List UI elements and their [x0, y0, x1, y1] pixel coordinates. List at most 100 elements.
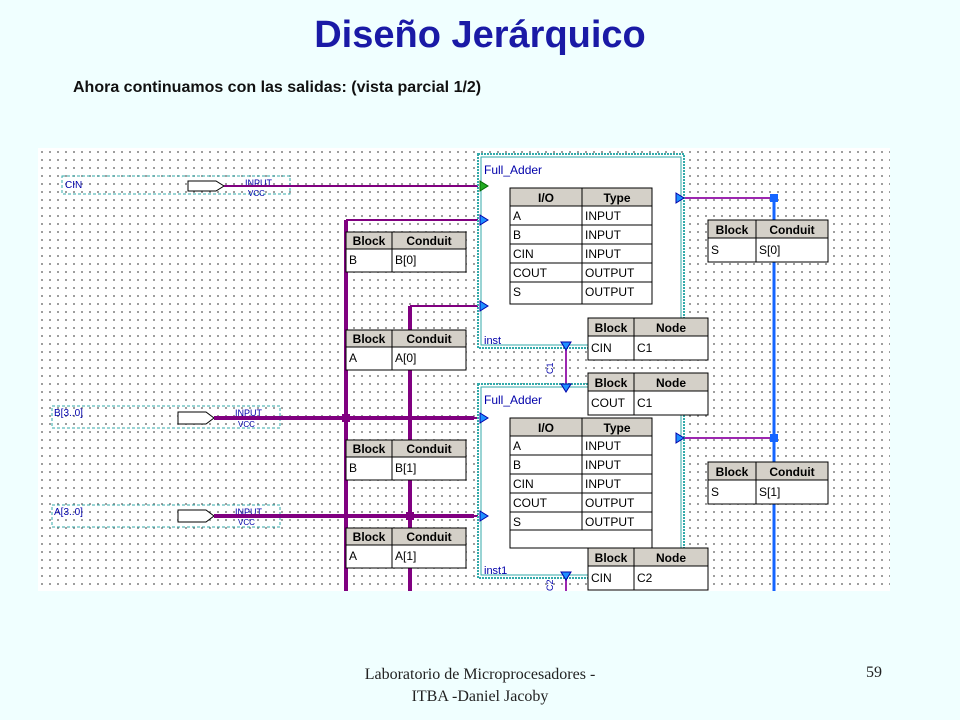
table-header: Block	[353, 332, 386, 346]
footer-line-1: Laboratorio de Microprocesadores -	[364, 666, 596, 683]
pin-name: CIN	[65, 180, 82, 191]
port-arrow-icon[interactable]	[479, 214, 489, 226]
slide-title: Diseño Jerárquico	[314, 14, 646, 56]
port-type: INPUT	[585, 209, 622, 223]
table-cell: S[0]	[759, 243, 780, 257]
port-arrow-icon[interactable]	[479, 510, 489, 522]
pin-name: B[3..0]	[54, 408, 83, 419]
table-header: Block	[353, 234, 386, 248]
slide-subtitle: Ahora continuamos con las salidas: (vist…	[73, 79, 482, 96]
table-header: Conduit	[769, 223, 814, 237]
signal-label-c1: C1	[545, 362, 555, 374]
conduit-table-s1[interactable]: Block Conduit S S[1]	[707, 461, 829, 505]
port-type: INPUT	[585, 458, 622, 472]
port-arrow-icon[interactable]	[479, 412, 489, 424]
full-adder-block-2[interactable]: Full_Adder inst1 I/O Type A INPUT B INPU…	[477, 383, 685, 581]
port-io: COUT	[513, 496, 548, 510]
table-cell: A	[349, 549, 357, 563]
pin-type: INPUT	[235, 507, 263, 517]
port-type: INPUT	[585, 247, 622, 261]
port-io: B	[513, 458, 521, 472]
block-title: Full_Adder	[484, 163, 542, 177]
port-arrow-icon[interactable]	[675, 432, 685, 444]
table-cell: S	[711, 243, 719, 257]
schematic-svg: CIN INPUT VCC B[3..0] INPUT VCC A[3..0] …	[51, 153, 829, 591]
port-io: B	[513, 228, 521, 242]
port-type: OUTPUT	[585, 496, 635, 510]
port-type: OUTPUT	[585, 266, 635, 280]
port-arrow-icon[interactable]	[675, 192, 685, 204]
pin-type: INPUT	[245, 178, 273, 188]
port-arrow-icon[interactable]	[560, 383, 572, 393]
page-number: 59	[866, 664, 882, 681]
port-arrow-icon[interactable]	[479, 180, 489, 192]
block-title: Full_Adder	[484, 393, 542, 407]
port-io: A	[513, 209, 521, 223]
input-pin-a[interactable]: A[3..0] INPUT VCC	[51, 504, 281, 528]
conduit-table-b0[interactable]: Block Conduit B B[0]	[345, 231, 467, 273]
table-header: Block	[716, 223, 749, 237]
table-header: Block	[716, 465, 749, 479]
table-cell: B	[349, 461, 357, 475]
port-io: COUT	[513, 266, 548, 280]
block-instance: inst	[484, 335, 501, 347]
table-cell: CIN	[591, 571, 612, 585]
port-type: INPUT	[585, 439, 622, 453]
schematic-canvas[interactable]: CIN INPUT VCC B[3..0] INPUT VCC A[3..0] …	[38, 148, 890, 591]
port-io: CIN	[513, 247, 534, 261]
type-header: Type	[603, 421, 630, 435]
port-arrow-icon[interactable]	[479, 300, 489, 312]
input-pin-b[interactable]: B[3..0] INPUT VCC	[51, 405, 281, 429]
table-header: Conduit	[406, 234, 451, 248]
port-arrow-icon[interactable]	[560, 341, 572, 351]
io-header: I/O	[538, 421, 554, 435]
node-table-cin-c2[interactable]: Block Node CIN C2	[587, 547, 709, 591]
table-cell: A[0]	[395, 351, 416, 365]
table-header: Block	[595, 376, 628, 390]
port-table: I/O Type A INPUT B INPUT CIN INPUT COUT …	[509, 187, 653, 305]
table-header: Conduit	[769, 465, 814, 479]
port-io: S	[513, 515, 521, 529]
pin-name: A[3..0]	[54, 507, 83, 518]
slide-footer: Laboratorio de Microprocesadores - ITBA …	[300, 664, 660, 708]
block-instance: inst1	[484, 565, 507, 577]
pin-default: VCC	[238, 518, 255, 527]
pin-default: VCC	[238, 420, 255, 429]
port-io: A	[513, 439, 521, 453]
type-header: Type	[603, 191, 630, 205]
port-type: OUTPUT	[585, 515, 635, 529]
junctions	[342, 194, 778, 520]
port-table: I/O Type A INPUT B INPUT CIN INPUT COUT …	[509, 417, 653, 549]
pin-default: VCC	[248, 189, 265, 198]
conduit-table-b1[interactable]: Block Conduit B B[1]	[345, 439, 467, 481]
conduit-table-s0[interactable]: Block Conduit S S[0]	[707, 219, 829, 263]
pin-type: INPUT	[235, 408, 263, 418]
table-header: Node	[656, 321, 686, 335]
port-arrow-icon[interactable]	[560, 571, 572, 581]
conduit-table-a1[interactable]: Block Conduit A A[1]	[345, 527, 467, 569]
port-io: S	[513, 285, 521, 299]
table-cell: B[1]	[395, 461, 416, 475]
table-header: Conduit	[406, 442, 451, 456]
table-header: Block	[353, 530, 386, 544]
io-header: I/O	[538, 191, 554, 205]
table-cell: S[1]	[759, 485, 780, 499]
table-header: Node	[656, 551, 686, 565]
node-table-cin-c1[interactable]: Block Node CIN C1	[587, 317, 709, 361]
table-header: Block	[595, 321, 628, 335]
full-adder-block-1[interactable]: Full_Adder inst I/O Type A INPUT B INPUT…	[477, 153, 685, 351]
table-cell: B	[349, 253, 357, 267]
table-cell: COUT	[591, 396, 626, 410]
table-cell: C2	[637, 571, 653, 585]
table-header: Conduit	[406, 332, 451, 346]
table-cell: C1	[637, 396, 653, 410]
table-header: Conduit	[406, 530, 451, 544]
table-header: Node	[656, 376, 686, 390]
port-type: OUTPUT	[585, 285, 635, 299]
table-cell: B[0]	[395, 253, 416, 267]
signal-label-c2: C2	[545, 579, 555, 591]
node-table-cout-c1[interactable]: Block Node COUT C1	[587, 372, 709, 416]
conduit-table-a0[interactable]: Block Conduit A A[0]	[345, 329, 467, 371]
table-cell: S	[711, 485, 719, 499]
table-header: Block	[353, 442, 386, 456]
